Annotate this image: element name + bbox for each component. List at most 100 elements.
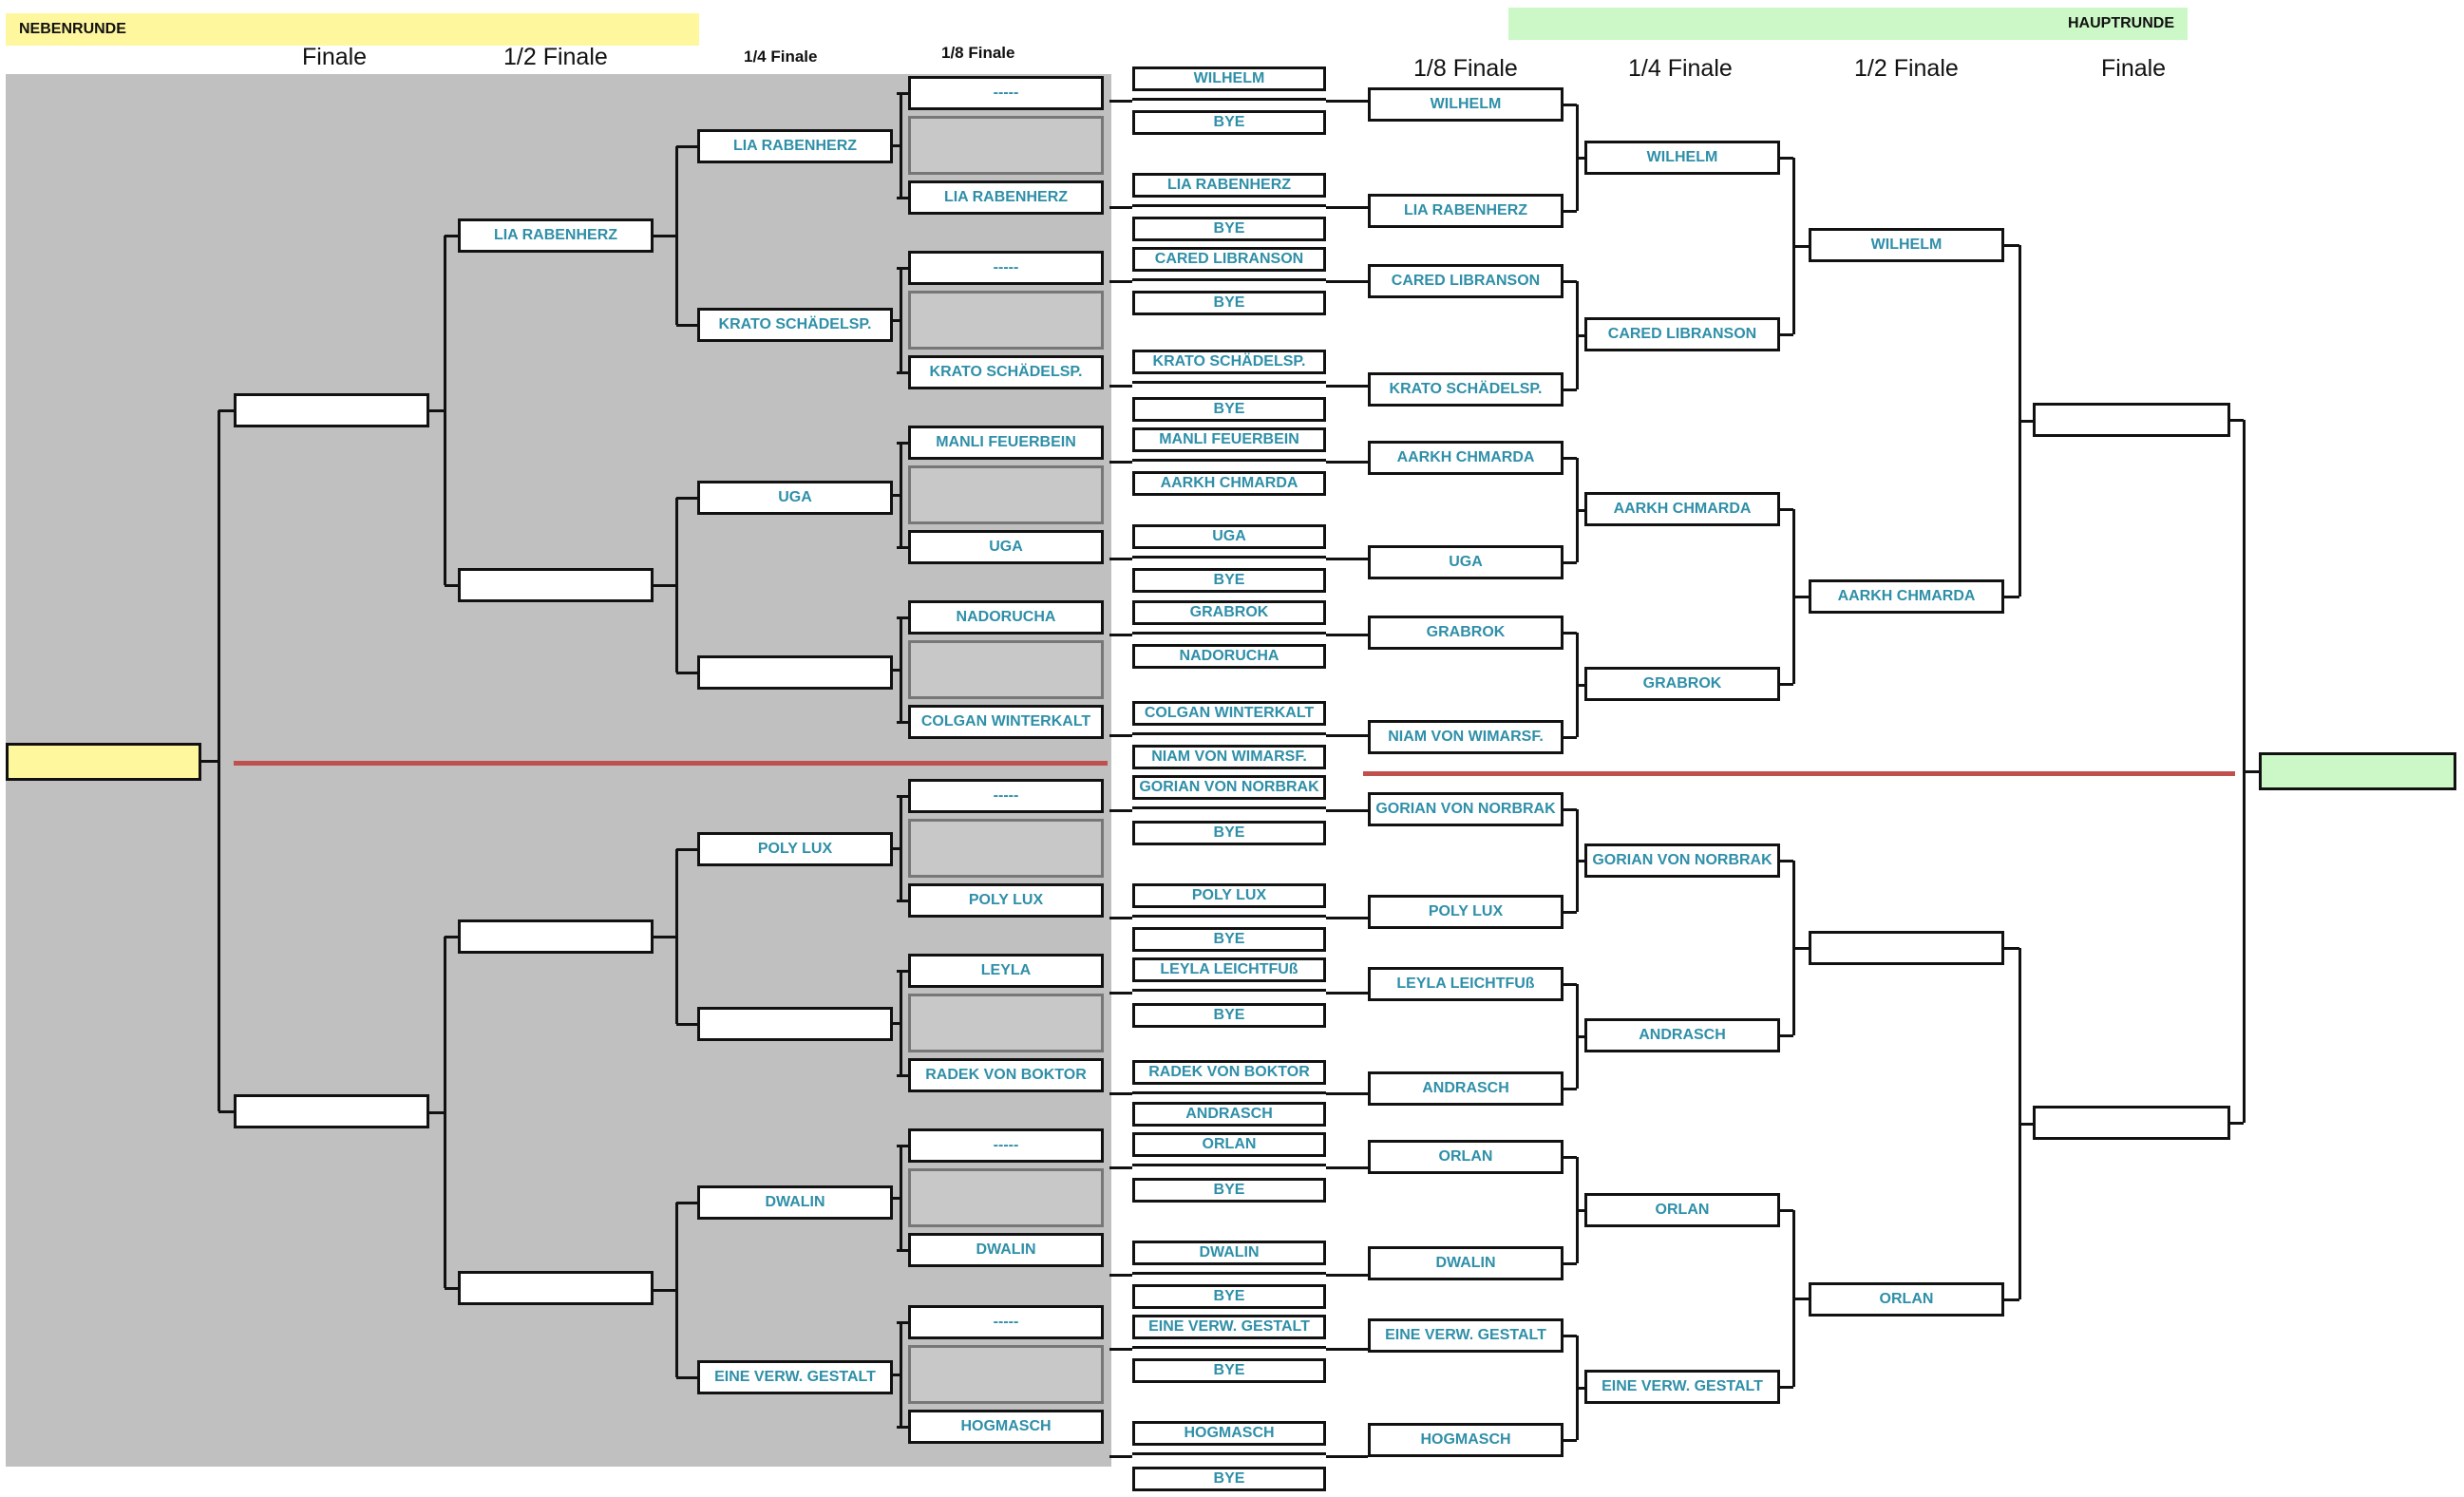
connector-line [218,410,220,1111]
haupt-r16-slot: WILHELM [1368,87,1564,122]
connector-line [893,319,900,322]
haupt-r16-slot: GORIAN VON NORBRAK [1368,792,1564,826]
connector-line [429,409,445,412]
first-round-slot: BYE [1132,1003,1326,1028]
first-round-slot: ORLAN [1132,1132,1326,1157]
neben-quarterfinal-slot: EINE VERW. GESTALT [697,1360,893,1394]
neben-final-slot [234,1094,429,1128]
connector-line [900,1146,902,1250]
connector-line [897,92,908,95]
connector-line [897,1249,900,1252]
connector-line [1564,1156,1577,1159]
haupt-quarterfinal-slot: EINE VERW. GESTALT [1584,1370,1780,1404]
connector-to-neben [1109,385,1132,388]
bracket-divider-neben [234,761,1108,766]
neben-header-quarterfinal: 1/4 Finale [744,47,818,66]
neben-r16-slot: LEYLA [908,954,1104,988]
connector-line [2004,1298,2019,1301]
connector-line [1564,210,1577,213]
connector-line [897,371,908,374]
connector-line [1577,509,1584,512]
connector-line [893,144,900,147]
connector-line [676,672,697,674]
haupt-header-quarterfinal: 1/4 Finale [1628,55,1733,82]
connector-line [1780,333,1793,336]
connector-line [1793,596,1809,598]
connector-line [2019,420,2033,423]
first-round-separator [1132,98,1326,101]
connector-to-haupt [1326,1092,1368,1095]
neben-r16-slot: ----- [908,251,1104,285]
connector-line [1793,947,1809,950]
connector-to-neben [1109,558,1132,560]
connector-to-haupt [1326,100,1368,103]
connector-line [900,617,902,722]
connector-line [897,267,908,270]
connector-line [900,796,902,900]
connector-line [1577,1387,1584,1390]
connector-line [676,145,697,148]
connector-line [1780,1386,1793,1389]
haupt-r16-slot: KRATO SCHÄDELSP. [1368,372,1564,407]
first-round-separator [1132,1091,1326,1094]
first-round-slot: COLGAN WINTERKALT [1132,701,1326,726]
connector-line [2244,770,2259,773]
first-round-slot: NIAM VON WIMARSF. [1132,745,1326,769]
connector-line [445,1287,458,1290]
connector-line [1564,280,1577,283]
neben-r16-slot: HOGMASCH [908,1410,1104,1444]
connector-to-neben [1109,634,1132,636]
hauptrunde-banner-label: HAUPTRUNDE [2068,15,2174,31]
neben-r16-empty-slot [908,465,1104,524]
connector-line [1793,245,1809,248]
connector-line [893,1022,900,1025]
neben-quarterfinal-slot: DWALIN [697,1185,893,1220]
first-round-slot: HOGMASCH [1132,1421,1326,1446]
connector-line [445,235,458,237]
connector-to-haupt [1326,992,1368,995]
first-round-separator [1132,381,1326,384]
first-round-slot: LEYLA LEICHTFUß [1132,957,1326,982]
neben-r16-empty-slot [908,994,1104,1052]
connector-line [893,1374,900,1376]
connector-line [1564,911,1577,914]
connector-line [218,409,234,412]
connector-to-haupt [1326,1348,1368,1351]
connector-line [675,146,678,325]
haupt-semifinal-slot: WILHELM [1809,228,2004,262]
haupt-r16-slot: NIAM VON WIMARSF. [1368,720,1564,754]
connector-to-neben [1109,1348,1132,1351]
first-round-slot: BYE [1132,568,1326,593]
connector-line [654,235,676,237]
first-round-slot: EINE VERW. GESTALT [1132,1315,1326,1339]
first-round-slot: BYE [1132,110,1326,135]
haupt-r16-slot: LEYLA LEICHTFUß [1368,967,1564,1001]
first-round-separator [1132,632,1326,635]
haupt-semifinal-slot: ORLAN [1809,1282,2004,1317]
haupt-r16-slot: AARKH CHMARDA [1368,441,1564,475]
neben-quarterfinal-slot [697,655,893,690]
first-round-separator [1132,806,1326,809]
first-round-slot: WILHELM [1132,66,1326,91]
first-round-slot: LIA RABENHERZ [1132,173,1326,198]
connector-line [445,936,458,938]
connector-line [893,1197,900,1200]
connector-to-haupt [1326,1274,1368,1277]
haupt-r16-slot: GRABROK [1368,616,1564,650]
connector-line [897,546,900,549]
haupt-r16-slot: ANDRASCH [1368,1071,1564,1106]
connector-line [445,584,458,587]
nebenrunde-banner: NEBENRUNDE [6,13,699,46]
first-round-slot: BYE [1132,217,1326,241]
neben-r16-slot: UGA [908,530,1104,564]
neben-r16-slot: MANLI FEUERBEIN [908,426,1104,460]
connector-to-haupt [1326,634,1368,636]
connector-line [675,498,678,673]
haupt-quarterfinal-slot: ORLAN [1584,1193,1780,1227]
haupt-quarterfinal-slot: AARKH CHMARDA [1584,492,1780,526]
first-round-slot: BYE [1132,1178,1326,1203]
connector-line [897,1074,908,1077]
connector-line [676,1023,697,1026]
neben-r16-slot: ----- [908,779,1104,813]
